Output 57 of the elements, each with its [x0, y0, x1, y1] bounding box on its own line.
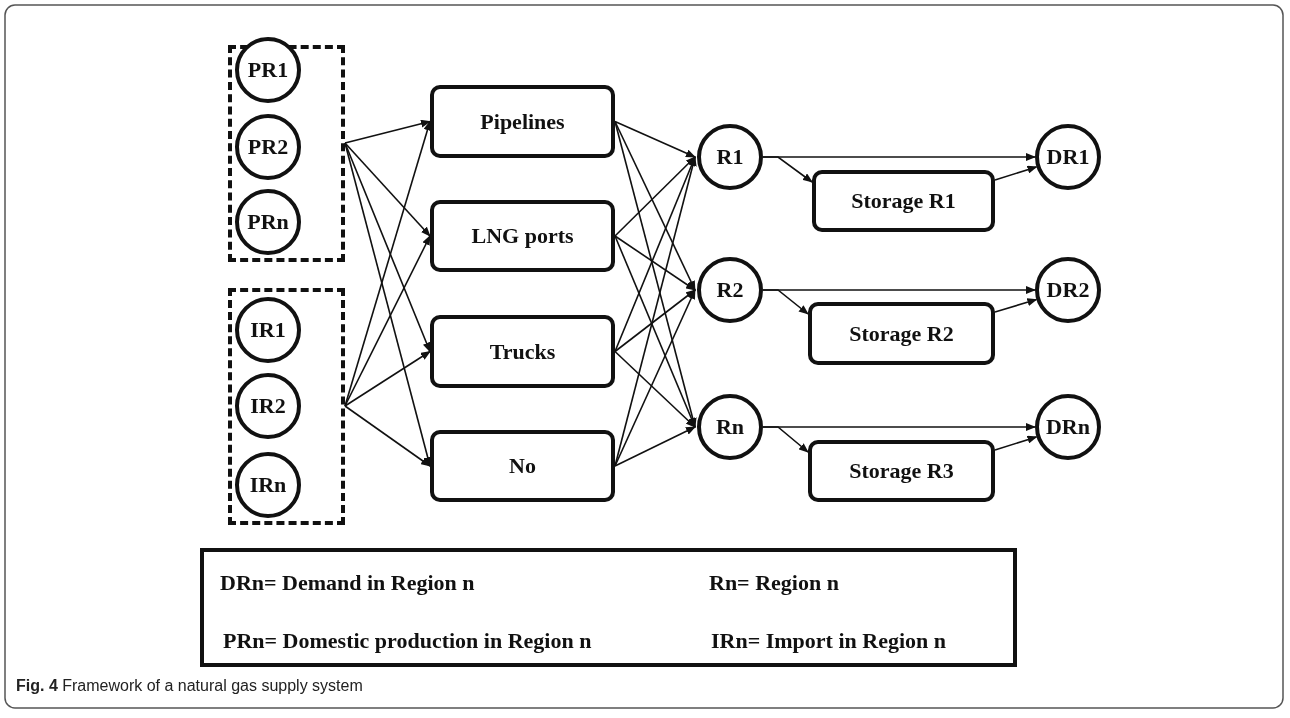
node-label: PRn — [247, 209, 289, 235]
arrow — [614, 120, 696, 158]
node-label: Rn — [715, 414, 745, 440]
storage-box — [808, 302, 995, 365]
arrow — [614, 350, 696, 428]
node-label: PR2 — [247, 134, 289, 160]
storage-box — [808, 440, 995, 502]
arrow — [614, 156, 696, 353]
node-label: DR1 — [1046, 144, 1090, 170]
node-label: No — [509, 453, 536, 479]
arrow — [614, 235, 696, 428]
legend-box — [200, 548, 1017, 667]
arrow — [614, 289, 696, 353]
arrow — [762, 426, 809, 453]
arrow — [762, 289, 809, 315]
legend-text: Rn= Region n — [709, 570, 839, 596]
legend-text: IRn= Import in Region n — [711, 628, 947, 654]
arrow — [614, 426, 696, 467]
dashed-group-box — [228, 288, 345, 525]
arrow — [762, 156, 813, 183]
node-label: Storage R1 — [851, 188, 956, 214]
process-box — [430, 315, 615, 388]
process-box — [430, 85, 615, 158]
arrow — [614, 235, 696, 291]
legend-text: DRn= Demand in Region n — [220, 570, 475, 596]
node-label: Trucks — [489, 338, 556, 365]
node-label: IR1 — [250, 317, 286, 343]
node-label: R2 — [716, 277, 744, 303]
node-label: LNG ports — [471, 223, 574, 249]
node-label: IR2 — [250, 393, 286, 419]
arrow — [614, 289, 696, 467]
node-label: R1 — [716, 144, 744, 170]
arrow — [344, 142, 431, 353]
node-label: DR2 — [1046, 277, 1090, 303]
arrow — [344, 350, 431, 407]
node-label: IRn — [249, 472, 287, 498]
node-label: Pipelines — [480, 108, 565, 135]
arrow — [994, 165, 1038, 181]
node-label: Storage R3 — [849, 458, 954, 484]
arrow — [994, 435, 1038, 451]
node-label: PR1 — [247, 57, 289, 83]
process-box — [430, 200, 615, 272]
process-box — [430, 430, 615, 502]
arrow — [614, 120, 696, 291]
arrow — [994, 298, 1038, 313]
arrow — [344, 142, 432, 467]
figure-caption: Fig. 4 Framework of a natural gas supply system — [16, 677, 363, 695]
arrow — [614, 156, 696, 237]
arrow — [344, 405, 431, 467]
legend-text: PRn= Domestic production in Region n — [223, 628, 592, 654]
arrow — [614, 120, 697, 428]
arrow — [344, 235, 431, 407]
node-label: Storage R2 — [849, 320, 954, 347]
arrow — [344, 119, 431, 144]
storage-box — [812, 170, 995, 232]
arrow — [344, 142, 431, 237]
node-label: DRn — [1046, 414, 1090, 440]
